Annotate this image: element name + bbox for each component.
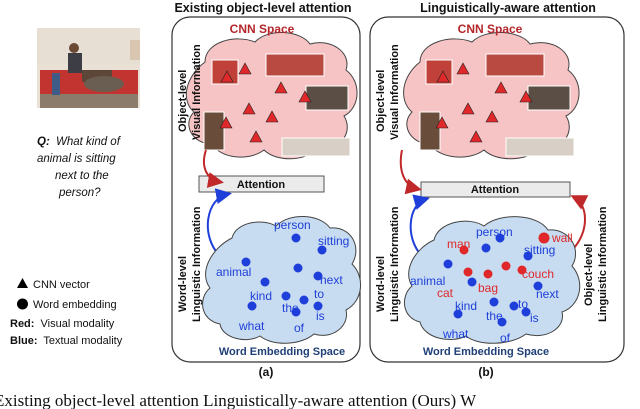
cnn-vector-icon xyxy=(238,62,252,75)
question-text: Q: What kind of xyxy=(37,136,122,148)
panel-a-visual-label-2: Visual Information xyxy=(191,44,203,140)
legend-cnn-vector: CNN vector xyxy=(33,279,90,291)
word-person: person xyxy=(476,225,513,239)
word-man: man xyxy=(447,237,470,251)
panel-b-right-label-1: Object-level xyxy=(583,244,595,306)
question-line-4: person? xyxy=(58,187,101,199)
cnn-vector-icon xyxy=(494,81,508,94)
word-is: is xyxy=(316,309,325,323)
panel-a-word-space-label: Word Embedding Space xyxy=(219,346,345,358)
panel-a-attention-box xyxy=(198,175,325,193)
word-wall: wall xyxy=(551,231,573,245)
panel-a-visual-label-1: Object-level xyxy=(177,70,189,132)
panel-a-cnn-space-label: CNN Space xyxy=(230,22,295,36)
word-kind: kind xyxy=(455,299,477,313)
triangle-icon xyxy=(17,278,28,288)
dot-icon xyxy=(17,298,28,310)
panel-b-cnn-vectors xyxy=(435,62,533,143)
cnn-vector-icon xyxy=(485,110,499,123)
word-of: of xyxy=(294,321,305,335)
word-what: what xyxy=(238,319,265,333)
word-the: the xyxy=(486,309,503,323)
cnn-vector-icon xyxy=(249,130,263,143)
panel-b-frame xyxy=(369,16,625,363)
panel-b-attention-label: Attention xyxy=(471,184,520,196)
word-next: next xyxy=(320,273,343,287)
panel-a-object-arrow xyxy=(202,149,224,188)
word-to: to xyxy=(518,297,528,311)
question-line-2: animal is sitting xyxy=(37,153,116,165)
cnn-vector-icon xyxy=(436,70,450,83)
cnn-vector-icon xyxy=(265,110,279,123)
panel-b-title: Linguistically-aware attention xyxy=(420,1,596,15)
panel-b-ling-label-1: Word-level xyxy=(375,256,387,312)
panel-a-caption: (a) xyxy=(259,365,274,379)
panel-b-cnn-space-label: CNN Space xyxy=(458,22,523,36)
word-person: person xyxy=(274,218,311,232)
word-sitting: sitting xyxy=(524,243,555,257)
panel-a-frame xyxy=(171,16,361,363)
panel-b-visual-label-1: Object-level xyxy=(375,70,387,132)
word-cat: cat xyxy=(437,286,454,300)
cnn-vector-icon xyxy=(219,116,233,129)
cnn-vector-icon xyxy=(456,62,470,75)
cnn-vector-icon xyxy=(220,70,234,83)
panel-a-ling-label-1: Word-level xyxy=(177,256,189,312)
panel-b-red-dots xyxy=(459,232,550,279)
cnn-vector-icon xyxy=(298,90,312,103)
panel-b-object-crops xyxy=(419,53,575,157)
cnn-vector-icon xyxy=(519,90,533,103)
word-couch: couch xyxy=(522,267,554,281)
panel-a-word-arrow xyxy=(206,188,232,257)
panel-a-ling-label-2: Linguistic Information xyxy=(191,206,203,322)
word-the: the xyxy=(282,301,299,315)
panel-a-attention-label: Attention xyxy=(237,179,286,191)
panel-b-linguistic-arrow xyxy=(570,195,589,251)
panel-a-cnn-vectors xyxy=(219,62,312,143)
word-animal: animal xyxy=(410,274,445,288)
word-animal: animal xyxy=(216,265,251,279)
question-line-3: next to the xyxy=(55,170,109,182)
legend-blue: Blue: Textual modality xyxy=(10,335,123,347)
cnn-vector-icon xyxy=(242,102,256,115)
cnn-vector-icon xyxy=(469,130,483,143)
legend: CNN vector Word embedding Red: Visual mo… xyxy=(10,278,123,347)
panel-b-word-space-label: Word Embedding Space xyxy=(423,346,549,358)
input-photo xyxy=(37,28,140,108)
figure-caption-fragment: Existing object-level attention Linguist… xyxy=(0,391,477,409)
panel-b-caption: (b) xyxy=(478,365,493,379)
word-is: is xyxy=(530,311,539,325)
panel-b-word-cloud xyxy=(404,216,581,344)
legend-red: Red: Visual modality xyxy=(10,318,115,330)
word-of: of xyxy=(500,331,511,345)
panel-b-visual-label-2: Visual Information xyxy=(389,44,401,140)
word-what: what xyxy=(442,327,469,341)
cnn-vector-icon xyxy=(461,102,475,115)
panel-b-object-arrow xyxy=(399,149,422,195)
panel-a-title: Existing object-level attention xyxy=(174,1,351,15)
panel-a-word-dots xyxy=(241,233,327,317)
cnn-vector-icon xyxy=(435,116,449,129)
word-sitting: sitting xyxy=(318,234,349,248)
cnn-vector-icon xyxy=(274,81,288,94)
panel-b-ling-label-2: Linguistic Information xyxy=(389,206,401,322)
panel-b-blue-dots xyxy=(443,233,543,327)
word-kind: kind xyxy=(250,289,272,303)
panel-b-right-label-2: Linguistic Information xyxy=(597,206,609,322)
word-to: to xyxy=(314,287,324,301)
word-next: next xyxy=(536,287,559,301)
word-bag: bag xyxy=(478,281,498,295)
legend-word-embedding: Word embedding xyxy=(33,299,117,311)
